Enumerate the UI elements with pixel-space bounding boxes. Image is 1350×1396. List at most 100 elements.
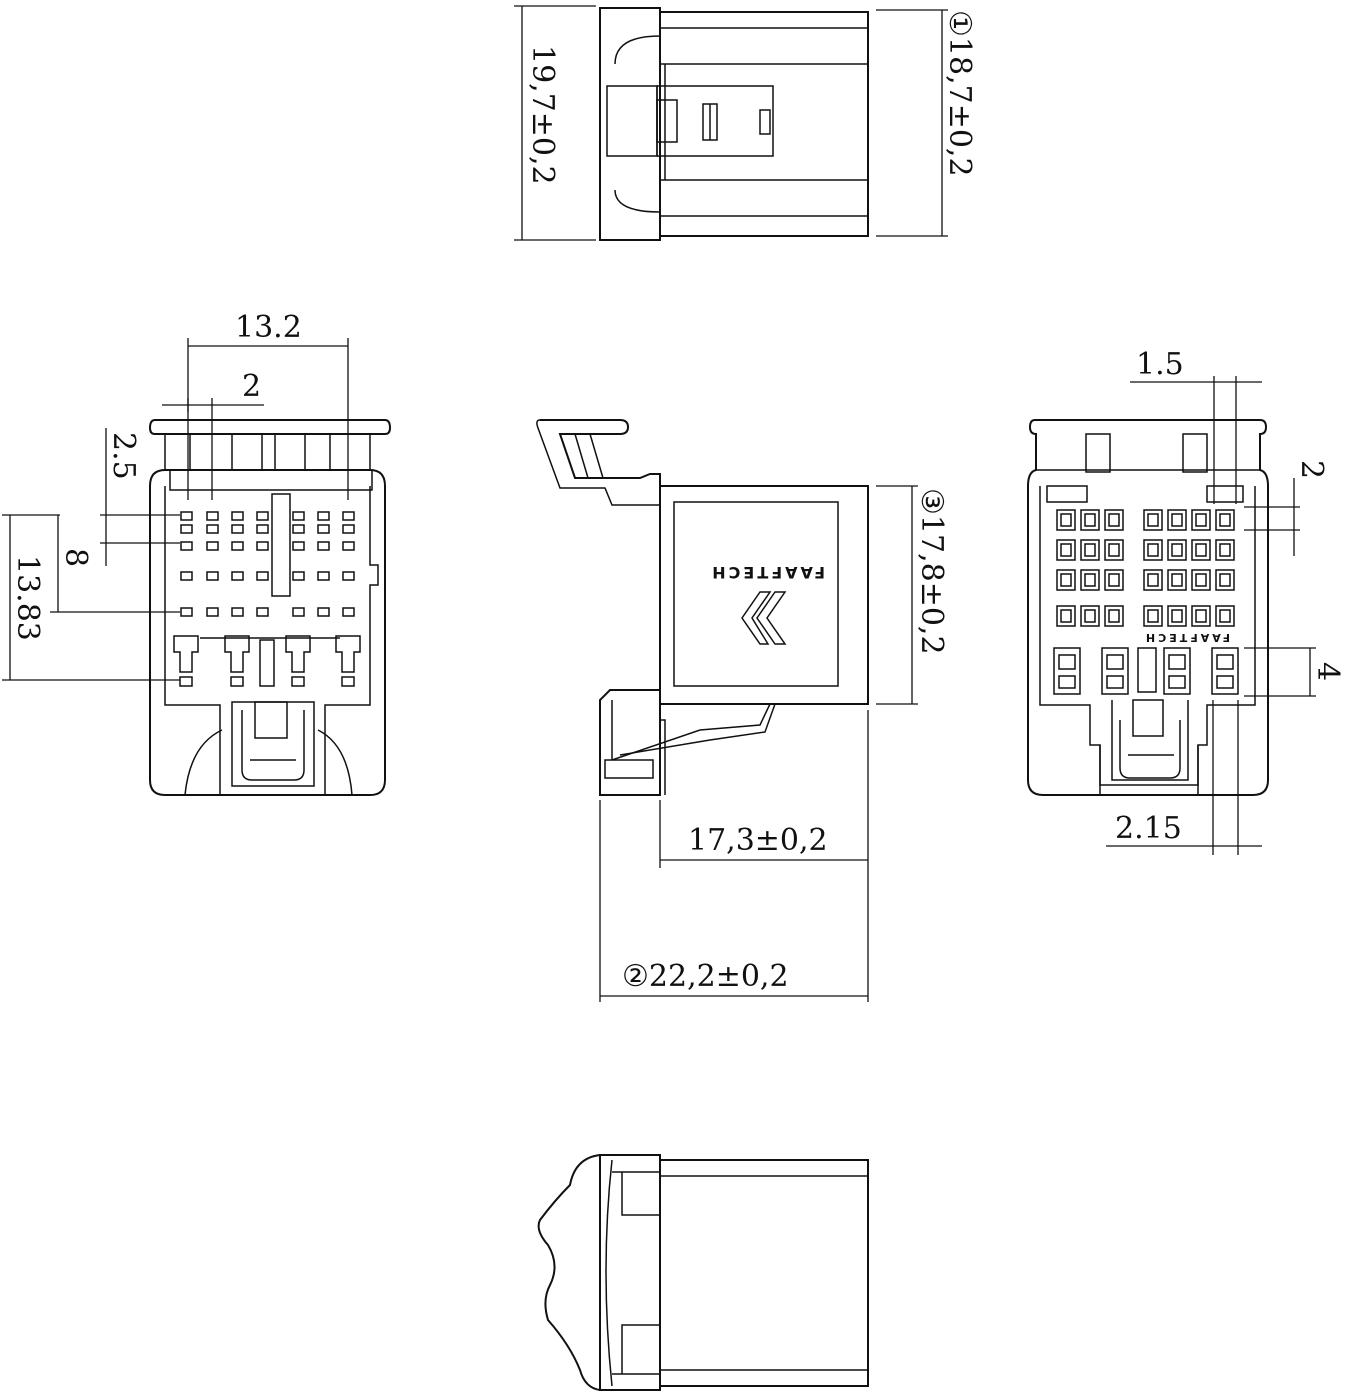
left-pin-cavity	[180, 511, 193, 521]
right-pin-cavity	[1080, 569, 1100, 591]
right-pin-inner	[1060, 609, 1072, 623]
right-terminal-inner	[1168, 675, 1186, 689]
left-pin-cavity	[317, 571, 330, 581]
right-pin-cavity	[1143, 569, 1163, 591]
right-terminal-inner	[1168, 654, 1186, 670]
left-pin-cavity	[317, 524, 330, 534]
left-pitch-dimension: 2	[242, 369, 261, 404]
right-pin-cavity	[1143, 539, 1163, 561]
right-pin-array	[1053, 509, 1239, 695]
right-pin-inner	[1108, 513, 1120, 527]
right-pin-inner	[1147, 543, 1159, 557]
right-pin-inner	[1108, 543, 1120, 557]
right-pin-inner	[1219, 543, 1231, 557]
right-terminal-inner	[1216, 675, 1234, 689]
right-terminal-inner	[1106, 654, 1124, 670]
left-pin-cavity	[179, 676, 193, 687]
right-pin-inner	[1195, 513, 1207, 527]
left-pin-cavity	[256, 541, 269, 551]
right-terminal-inner	[1216, 654, 1234, 670]
right-pin-inner	[1171, 609, 1183, 623]
right-front-view: FAAFTECH 1.5 2 4 2.15	[1027, 347, 1345, 855]
top-width-dimension: ①18,7±0,2	[942, 10, 977, 177]
right-pitch-dimension: 2	[1294, 460, 1329, 479]
left-pin-cavity	[292, 541, 305, 551]
left-pin-cavity	[292, 524, 305, 534]
side-total-dimension: ②22,2±0,2	[622, 959, 789, 994]
left-pin-cavity	[206, 571, 219, 581]
left-offset-dimension: 2.5	[106, 432, 141, 480]
left-pin-cavity	[256, 511, 269, 521]
left-pin-cavity	[206, 541, 219, 551]
left-pin-cavity	[342, 511, 355, 521]
side-view: FAAFTECH ③17,8±0,2 17,3±0,2 ②22,2±0,2	[536, 419, 949, 1002]
right-pin-inner	[1147, 573, 1159, 587]
right-pin-cavity	[1056, 539, 1076, 561]
left-pin-cavity	[231, 607, 244, 617]
left-pin-cavity	[292, 571, 305, 581]
right-pin-cavity	[1191, 605, 1211, 627]
left-pin-cavity	[231, 541, 244, 551]
right-pin-inner	[1060, 543, 1072, 557]
left-pin-cavity	[291, 676, 305, 687]
left-pin-cavity	[292, 607, 305, 617]
right-pin-inner	[1084, 513, 1096, 527]
bottom-view	[537, 1154, 869, 1391]
right-pin-inner	[1171, 543, 1183, 557]
left-pin-cavity	[317, 541, 330, 551]
left-pin-cavity	[180, 524, 193, 534]
right-pin-cavity	[1167, 569, 1187, 591]
right-offset-dimension: 2.15	[1115, 811, 1182, 846]
right-pin-inner	[1219, 609, 1231, 623]
left-width-dimension: 13.2	[235, 310, 302, 345]
right-gap-dimension: 1.5	[1136, 347, 1184, 382]
right-pin-inner	[1084, 543, 1096, 557]
left-pin-cavity	[231, 524, 244, 534]
right-pin-cavity	[1191, 569, 1211, 591]
left-pin-array	[173, 511, 361, 687]
left-pin-cavity	[206, 607, 219, 617]
right-pin-cavity	[1215, 605, 1235, 627]
right-row-dimension: 4	[1310, 662, 1345, 681]
right-pin-inner	[1195, 543, 1207, 557]
right-pin-inner	[1147, 513, 1159, 527]
right-pin-inner	[1171, 513, 1183, 527]
left-terminal-slot	[173, 635, 199, 673]
brand-logo-text: FAAFTECH	[709, 563, 825, 582]
left-pin-cavity	[342, 524, 355, 534]
side-depth-dimension: 17,3±0,2	[688, 823, 828, 858]
right-pin-cavity	[1080, 605, 1100, 627]
top-height-dimension: 19,7±0,2	[525, 45, 560, 185]
right-terminal-inner	[1058, 654, 1076, 670]
left-pin-cavity	[206, 511, 219, 521]
right-terminal-inner	[1106, 675, 1124, 689]
left-terminal-slot	[335, 635, 361, 673]
right-pin-cavity	[1167, 539, 1187, 561]
left-pin-cavity	[256, 571, 269, 581]
right-pin-cavity	[1191, 509, 1211, 531]
right-pin-cavity	[1080, 509, 1100, 531]
left-terminal-slot	[224, 635, 250, 673]
right-pin-cavity	[1143, 605, 1163, 627]
right-pin-inner	[1219, 573, 1231, 587]
left-pin-cavity	[231, 511, 244, 521]
right-pin-inner	[1219, 513, 1231, 527]
left-terminal-slot	[285, 635, 311, 673]
right-terminal-slot	[1101, 647, 1129, 695]
side-height-dimension: ③17,8±0,2	[914, 488, 949, 655]
left-pin-cavity	[180, 541, 193, 551]
right-pin-cavity	[1191, 539, 1211, 561]
right-pin-cavity	[1104, 569, 1124, 591]
right-pin-cavity	[1056, 605, 1076, 627]
left-pin-cavity	[342, 607, 355, 617]
left-pin-cavity	[180, 607, 193, 617]
right-terminal-slot	[1211, 647, 1239, 695]
left-pin-cavity	[342, 571, 355, 581]
left-pin-cavity	[341, 676, 355, 687]
right-pin-inner	[1195, 609, 1207, 623]
left-pin-cavity	[342, 541, 355, 551]
right-pin-inner	[1108, 609, 1120, 623]
left-front-view: 13.2 2 2.5 8 13.83	[2, 310, 392, 796]
left-pin-cavity	[231, 571, 244, 581]
